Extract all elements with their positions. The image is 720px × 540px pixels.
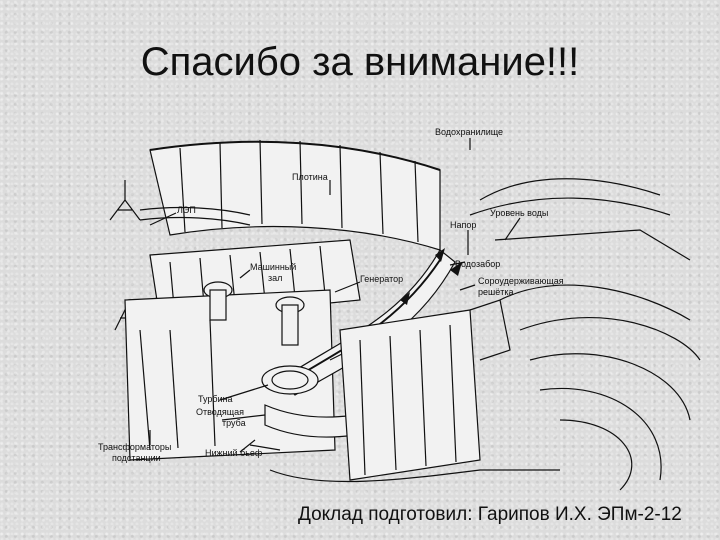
reservoir-outline: [470, 179, 700, 490]
spillway-structure: [340, 300, 510, 480]
label-machine-hall-1: Машинный: [250, 262, 296, 272]
label-transformer-1: Трансформаторы: [98, 442, 171, 452]
label-reservoir: Водохранилище: [435, 127, 503, 137]
label-trash-rack-2: решётка: [478, 287, 514, 297]
label-trash-rack-1: Сороудерживающая: [478, 276, 564, 286]
label-intake: Водозабор: [455, 259, 500, 269]
label-turbine: Турбина: [198, 394, 233, 404]
label-draft-tube-2: труба: [222, 418, 246, 428]
label-draft-tube-1: Отводящая: [196, 407, 244, 417]
label-generator: Генератор: [360, 274, 403, 284]
label-transformer-2: подстанции: [112, 453, 161, 463]
slide-footer: Доклад подготовил: Гарипов И.Х. ЭПм-2-12: [298, 504, 682, 526]
label-dam: Плотина: [292, 172, 328, 182]
label-head: Напор: [450, 220, 476, 230]
label-power-line: ЛЭП: [177, 205, 196, 215]
label-water-level: Уровень воды: [490, 208, 548, 218]
label-tailwater: Нижний бьеф: [205, 448, 263, 458]
dam-structure: [150, 140, 440, 250]
label-machine-hall-2: зал: [268, 273, 282, 283]
